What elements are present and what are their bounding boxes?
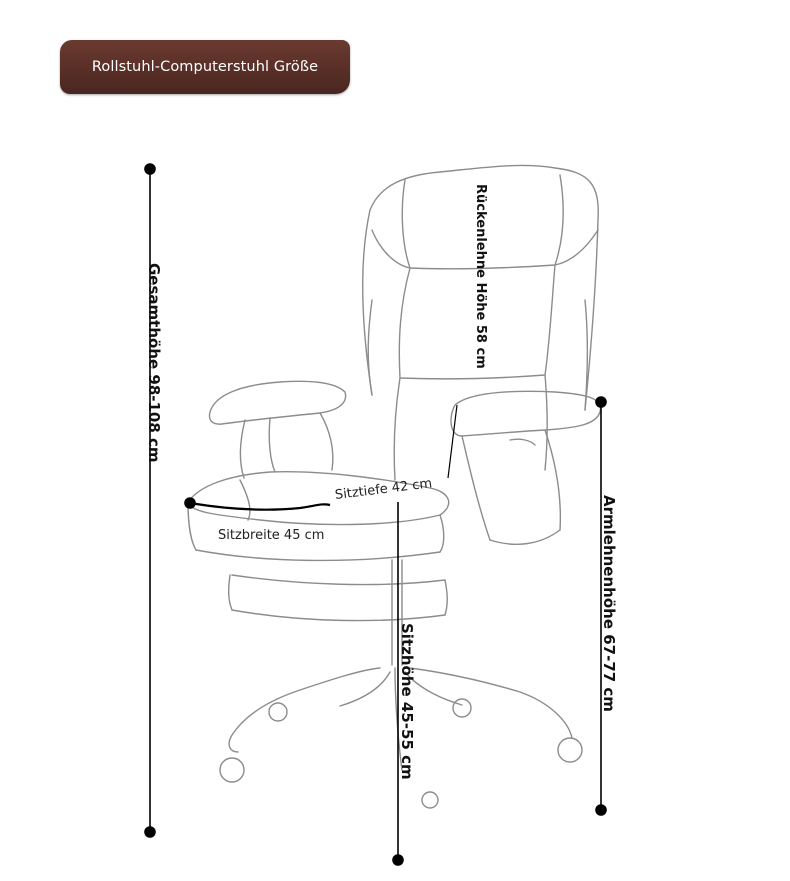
seat-height-bottom-dot <box>392 854 404 866</box>
backrest-height-label: Rückenlehne Höhe 58 cm <box>473 184 488 369</box>
seat-height-label: Sitzhöhe 45-55 cm <box>398 623 416 780</box>
seat-width-left-dot <box>184 497 196 509</box>
overall-height-bottom-dot <box>144 826 156 838</box>
page-title: Rollstuhl-Computerstuhl Größe <box>91 59 319 75</box>
armrest-height-bottom-dot <box>595 804 607 816</box>
chair-outline-icon <box>187 164 602 809</box>
overall-height-top-dot <box>144 163 156 175</box>
overall-height-label: Gesamthöhe 98-108 cm <box>145 263 163 463</box>
armrest-height-top-dot <box>595 396 607 408</box>
title-badge: Rollstuhl-Computerstuhl Größe <box>60 40 350 94</box>
seat-width-label: Sitzbreite 45 cm <box>218 528 325 543</box>
armrest-height-label: Armlehnenhöhe 67-77 cm <box>600 495 618 712</box>
dimension-lines <box>144 163 607 866</box>
seat-width-line <box>189 501 331 511</box>
backrest-height-line <box>447 404 458 479</box>
